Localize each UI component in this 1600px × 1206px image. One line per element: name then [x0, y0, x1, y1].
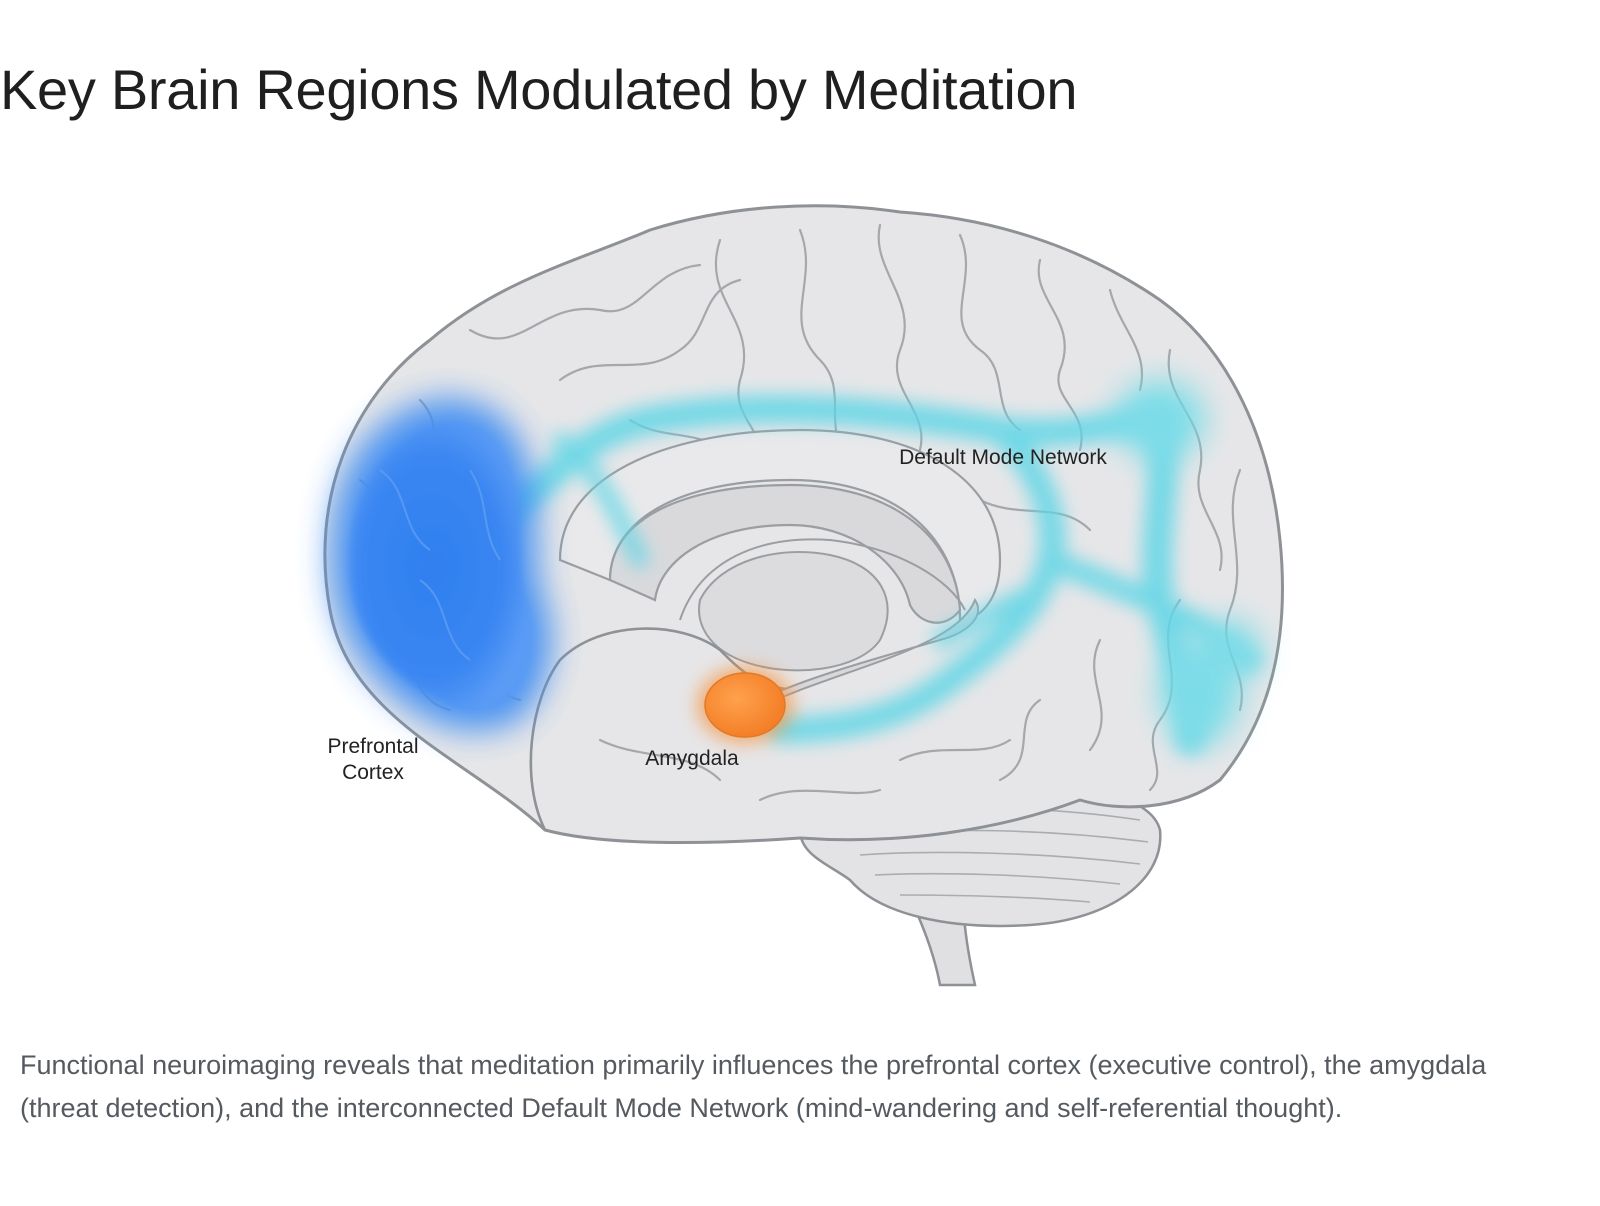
- figure-caption: Functional neuroimaging reveals that med…: [20, 1044, 1560, 1130]
- amygdala-region: [697, 667, 793, 743]
- label-default-mode-network: Default Mode Network: [899, 446, 1107, 469]
- label-amygdala: Amygdala: [645, 747, 739, 770]
- page-title: Key Brain Regions Modulated by Meditatio…: [0, 50, 1077, 130]
- brain-illustration: Prefrontal Cortex Amygdala Default Mode …: [0, 160, 1600, 1040]
- label-prefrontal-cortex-line1: Prefrontal: [327, 735, 418, 758]
- label-prefrontal-cortex-line2: Cortex: [342, 761, 404, 784]
- brain-diagram: Prefrontal Cortex Amygdala Default Mode …: [0, 160, 1600, 1040]
